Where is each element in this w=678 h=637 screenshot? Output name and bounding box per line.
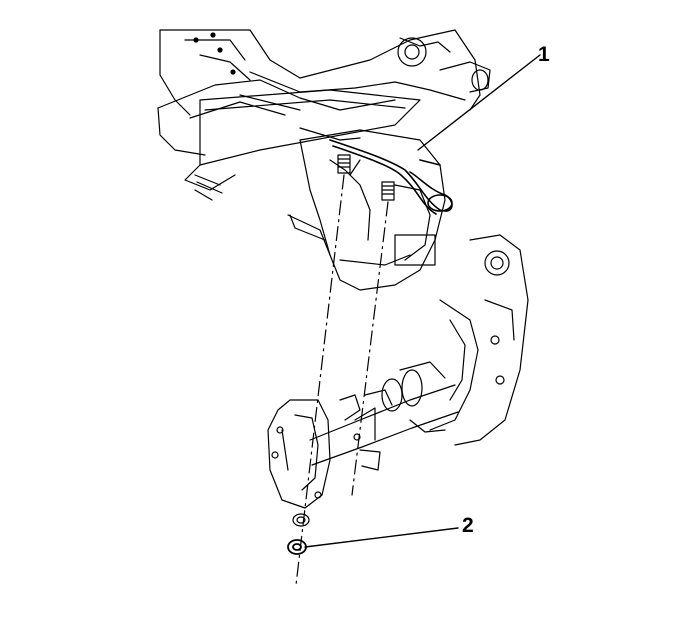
- leader-line-2: [304, 527, 459, 548]
- frame-crossmember: [157, 29, 491, 156]
- callout-label-2: 2: [462, 514, 474, 537]
- callout-label-1: 1: [538, 43, 550, 66]
- leader-line-1: [417, 54, 541, 151]
- mount-stud-right: [381, 181, 395, 201]
- mount-stud-left: [337, 154, 351, 174]
- alignment-lines: [295, 174, 389, 586]
- transmission-case: [429, 234, 529, 446]
- mount-nut-upper: [292, 513, 310, 527]
- output-yoke: [267, 399, 331, 509]
- transmission-mount: [287, 129, 446, 291]
- mount-nut-lower: [287, 539, 307, 555]
- output-shaft: [309, 361, 459, 471]
- wiring-harness: [329, 139, 453, 215]
- mount-bracket-plate: [184, 89, 421, 201]
- leader-lines: [304, 54, 541, 548]
